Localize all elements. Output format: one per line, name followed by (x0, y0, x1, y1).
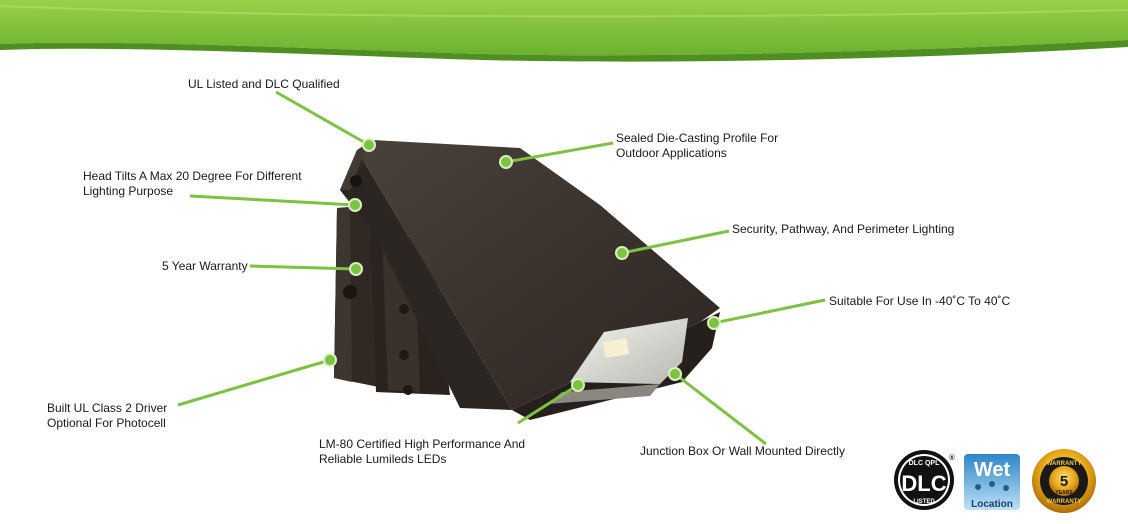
wall-pack-fixture (334, 140, 720, 420)
callout-line: UL Listed and DLC Qualified (188, 77, 340, 91)
wet-location-badge: Wet Location (964, 454, 1020, 510)
callout-head-tilts: Head Tilts A Max 20 Degree For Different… (83, 169, 302, 199)
callout-line: Security, Pathway, And Perimeter Lightin… (732, 222, 955, 236)
callout-line: 5 Year Warranty (162, 259, 248, 273)
callout-dot (348, 198, 362, 212)
screw-icon (399, 350, 409, 360)
warranty-bottom-text: WARRANTY (1047, 499, 1082, 505)
callout-line: Head Tilts A Max 20 Degree For Different (83, 169, 302, 183)
water-drop-icon (989, 481, 995, 487)
callout-ul-listed: UL Listed and DLC Qualified (188, 77, 340, 92)
callout-line: Outdoor Applications (616, 146, 727, 160)
callout-line: Suitable For Use In -40˚C To 40˚C (829, 294, 1011, 308)
callout-line: Built UL Class 2 Driver (47, 401, 168, 415)
callout-temperature: Suitable For Use In -40˚C To 40˚C (829, 294, 1010, 309)
led-lens (570, 318, 688, 384)
callout-line: Optional For Photocell (47, 416, 166, 430)
callout-dot (323, 353, 337, 367)
callout-dot (668, 367, 682, 381)
dlc-top-text: DLC QPL (909, 460, 940, 467)
dlc-bottom-text: LISTED (913, 499, 935, 505)
callout-dot (362, 138, 376, 152)
wet-sub-text: Location (971, 499, 1013, 510)
screw-icon (399, 304, 409, 314)
callout-dot (571, 378, 585, 392)
callout-line: LM-80 Certified High Performance And (319, 437, 526, 451)
housing-side (340, 150, 512, 410)
dlc-qpl-badge: DLC QPL DLC LISTED ® (894, 450, 955, 510)
warranty-number-text: 5 (1060, 473, 1068, 490)
callout-security-lighting: Security, Pathway, And Perimeter Lightin… (732, 222, 954, 237)
callout-dot (499, 155, 513, 169)
callout-line: Junction Box Or Wall Mounted Directly (640, 444, 845, 458)
callout-line: Reliable Lumileds LEDs (319, 452, 447, 466)
warranty-seal-badge: WARRANTY 5 YEARS WARRANTY (1032, 449, 1096, 513)
knockout-hole-icon (343, 285, 357, 299)
callout-leds: LM-80 Certified High Performance And Rel… (319, 437, 525, 467)
screw-icon (403, 385, 413, 395)
callout-dot (707, 316, 721, 330)
dlc-main-text: DLC (901, 471, 946, 496)
warranty-top-text: WARRANTY (1047, 461, 1082, 467)
top-banner (0, 0, 1128, 62)
side-bolt-icon (350, 175, 362, 187)
callout-lines (177, 90, 826, 446)
registered-mark-icon: ® (949, 454, 955, 462)
callout-dots (323, 138, 721, 392)
callout-junction-box: Junction Box Or Wall Mounted Directly (640, 444, 845, 459)
water-drop-icon (1003, 485, 1009, 491)
led-module (603, 338, 629, 358)
callout-driver: Built UL Class 2 Driver Optional For Pho… (47, 401, 167, 431)
callout-line: Lighting Purpose (83, 184, 174, 198)
warranty-years-text: YEARS (1055, 490, 1073, 496)
callout-warranty: 5 Year Warranty (162, 259, 248, 274)
callout-sealed-die-casting: Sealed Die-Casting Profile For Outdoor A… (616, 131, 778, 161)
water-drop-icon (975, 484, 981, 490)
callout-line: Sealed Die-Casting Profile For (616, 131, 779, 145)
wet-main-text: Wet (974, 459, 1011, 481)
callout-dot (615, 246, 629, 260)
callout-dot (349, 262, 363, 276)
